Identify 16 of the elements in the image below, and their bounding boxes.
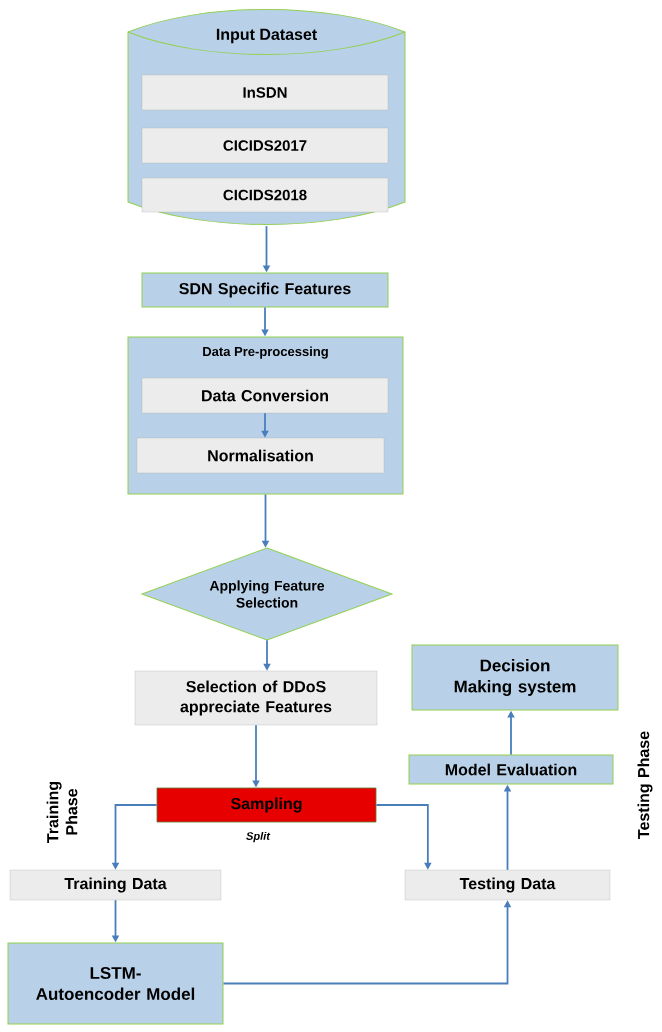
- step-box: Data Conversion: [141, 377, 389, 414]
- model-box: LSTM-Autoencoder Model: [7, 942, 224, 1025]
- phase-label: Training Phase: [46, 781, 78, 843]
- process-box: Model Evaluation: [408, 754, 614, 785]
- process-box: Selection of DDoS appreciate Features: [134, 670, 378, 726]
- dataset-box: InSDN: [141, 74, 389, 111]
- process-box: Sampling: [156, 787, 377, 823]
- caption-text: Split: [246, 831, 271, 843]
- dataset-box: CICIDS2017: [141, 127, 389, 164]
- step-box: Normalisation: [136, 437, 385, 474]
- phase-label: Testing Phase: [637, 731, 653, 839]
- data-box: Testing Data: [404, 869, 611, 901]
- output-box: Decision Making system: [411, 644, 619, 711]
- process-box: SDN Specific Features: [141, 272, 389, 308]
- data-box: Training Data: [9, 869, 222, 901]
- dataset-box: CICIDS2018: [141, 177, 389, 213]
